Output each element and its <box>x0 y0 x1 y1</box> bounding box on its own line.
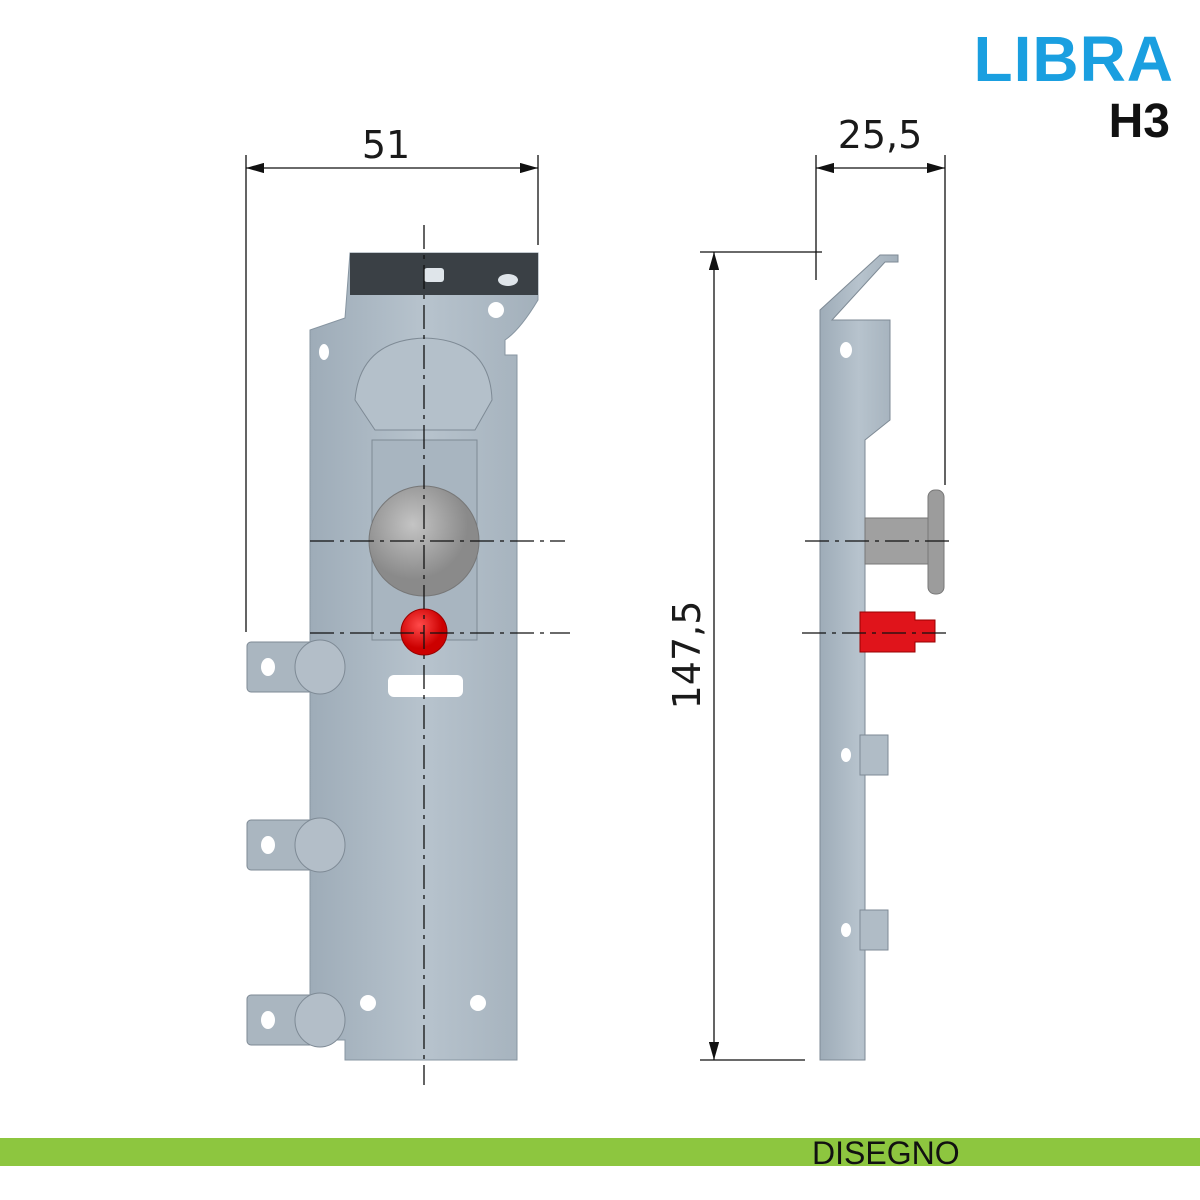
front-view <box>246 225 570 1085</box>
dimension-width: 51 <box>362 123 410 167</box>
footer-label: DISEGNO <box>812 1135 960 1171</box>
side-view <box>802 254 955 1061</box>
dimension-depth: 25,5 <box>838 113 923 157</box>
model-label: H3 <box>1108 95 1170 148</box>
brand-logo: LIBRA <box>973 23 1174 95</box>
hook-tabs <box>246 639 346 1048</box>
footer-bar: DISEGNO <box>0 1135 1200 1171</box>
dimension-height: 147,5 <box>665 601 709 710</box>
